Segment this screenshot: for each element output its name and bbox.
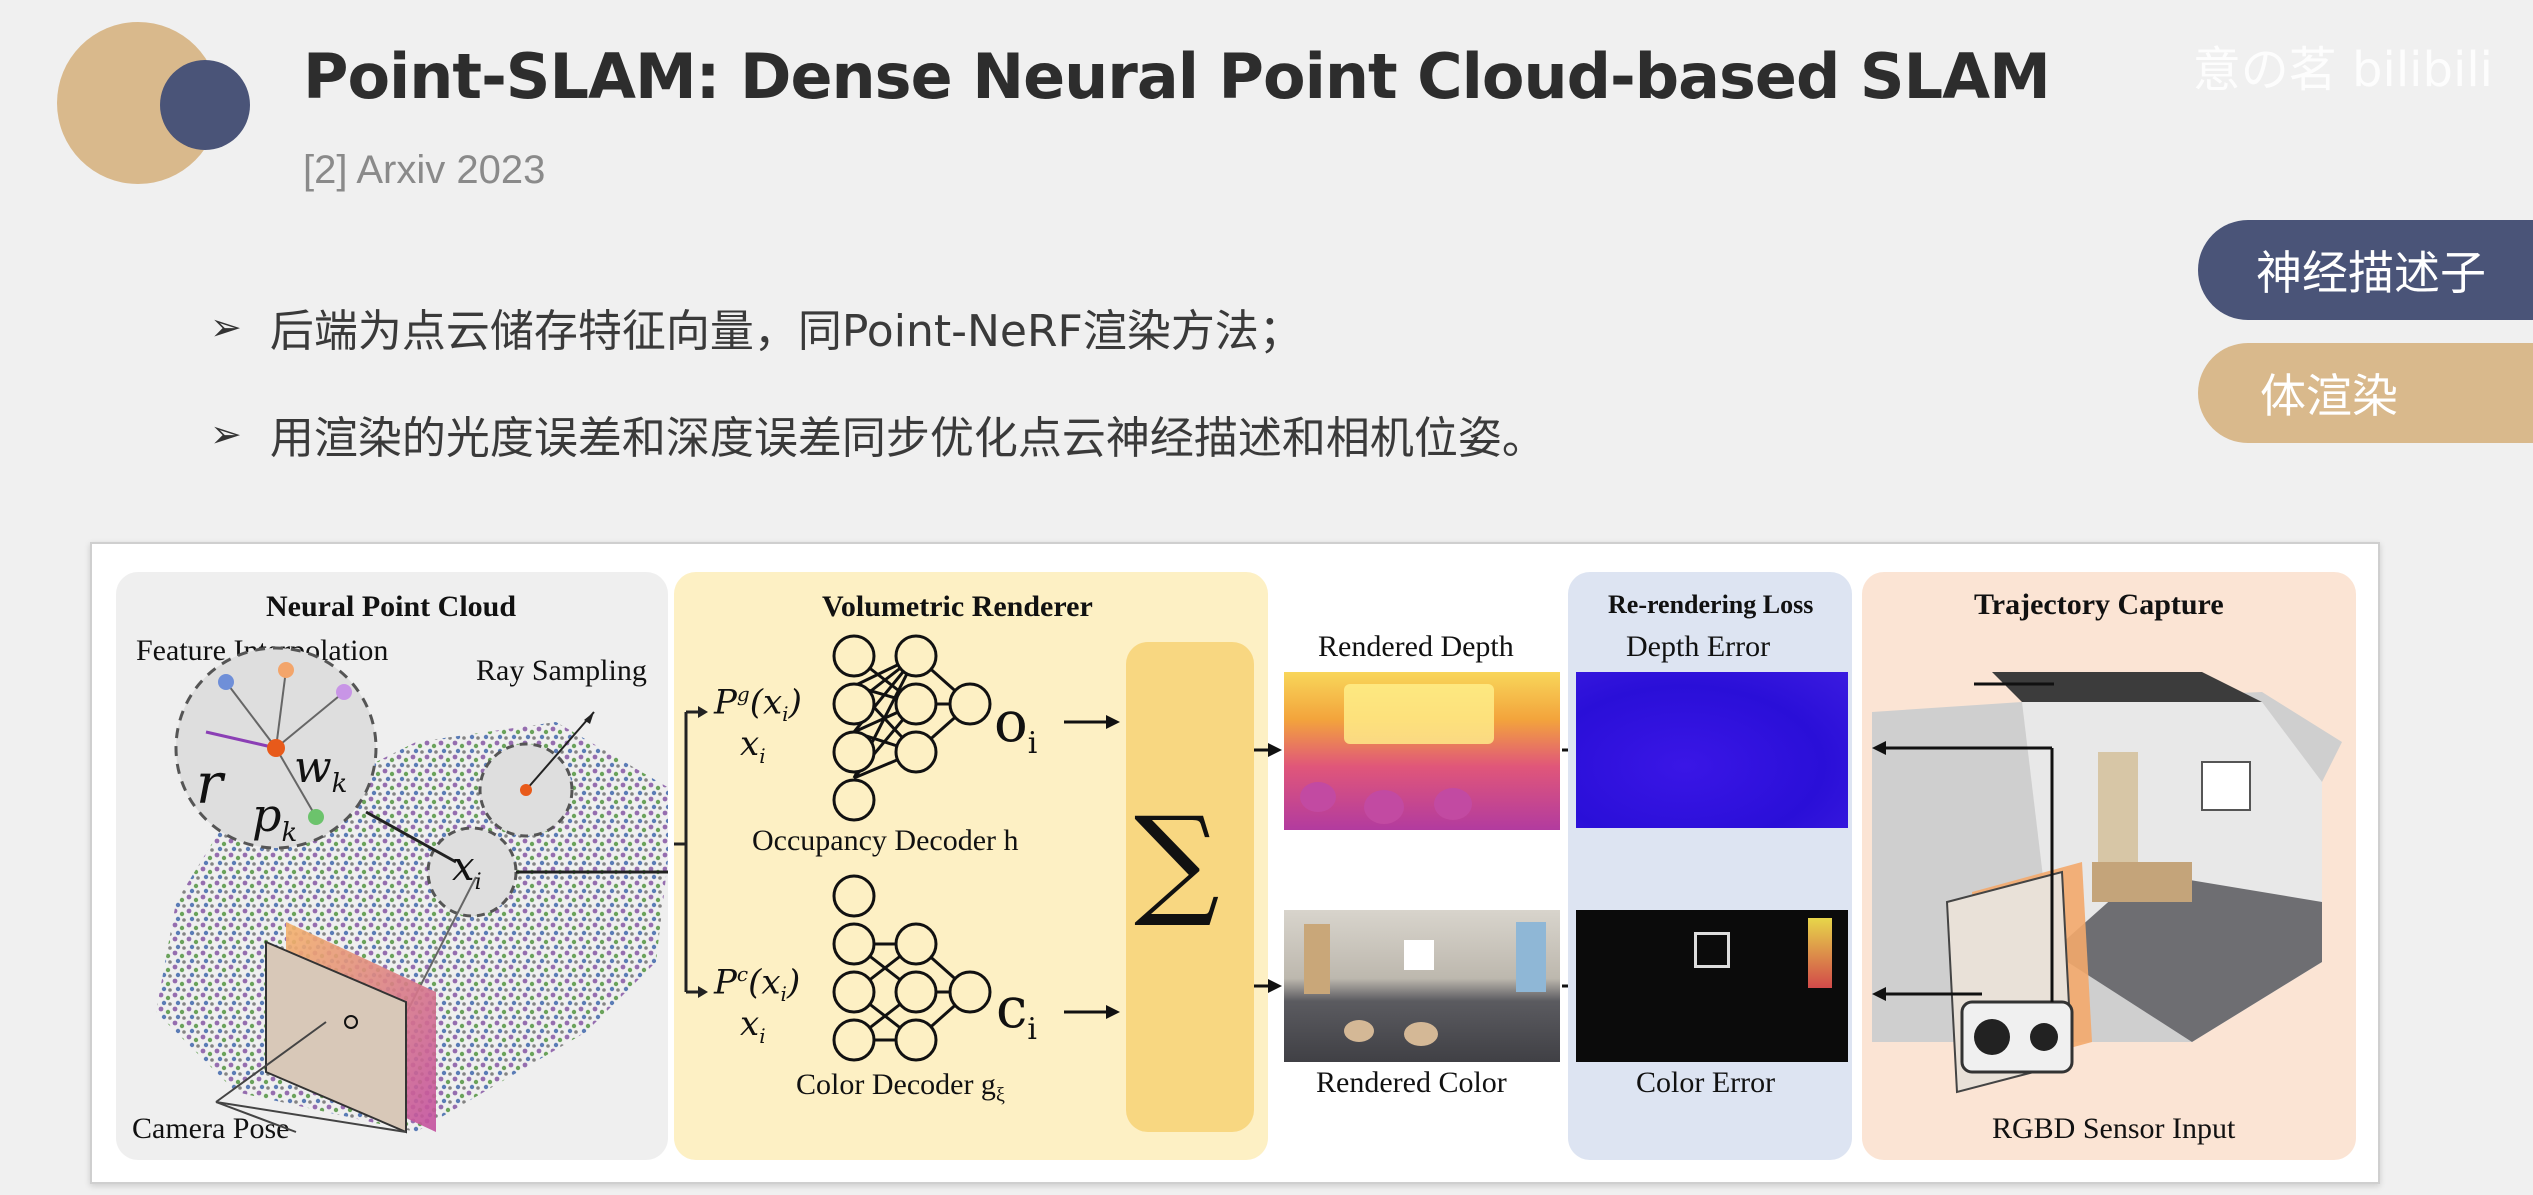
label-occupancy-decoder: Occupancy Decoder h xyxy=(752,824,1019,857)
tag-volume-rendering-label: 体渲染 xyxy=(2260,369,2398,423)
bullet-1: ➢ 后端为点云储存特征向量，同Point-NeRF渲染方法； xyxy=(210,295,1303,359)
label-rgbd-sensor-input: RGBD Sensor Input xyxy=(1992,1112,2236,1145)
symbol-pc: Pc(xi) xyxy=(714,962,801,1007)
point-cloud-illustration xyxy=(156,646,668,1134)
label-color-decoder: Color Decoder gξ xyxy=(796,1068,1005,1106)
symbol-oi: oi xyxy=(994,690,1038,762)
symbol-ci: ci xyxy=(996,976,1037,1048)
panel-trajectory-capture: Trajectory Capture RGBD Sensor Input xyxy=(1862,572,2356,1160)
bullet-1-text: 后端为点云储存特征向量，同Point-NeRF渲染方法； xyxy=(269,306,1303,357)
bullet-2-text: 用渲染的光度误差和深度误差同步优化点云神经描述和相机位姿。 xyxy=(269,413,1546,464)
tag-neural-descriptor-label: 神经描述子 xyxy=(2256,246,2486,300)
feedback-arrows xyxy=(1872,741,2054,1002)
depth-error-image xyxy=(1576,672,1848,828)
tag-neural-descriptor[interactable]: 神经描述子 xyxy=(2198,220,2533,320)
label-rendered-color: Rendered Color xyxy=(1316,1066,1507,1099)
panel-neural-point-cloud: Neural Point Cloud Feature Interpolation… xyxy=(116,572,668,1160)
symbol-pk: pk xyxy=(252,788,298,849)
renderer-connectors xyxy=(674,634,1254,1132)
symbol-xi-bottom: xi xyxy=(740,1004,766,1048)
label-camera-pose: Camera Pose xyxy=(132,1112,290,1145)
label-rendered-depth: Rendered Depth xyxy=(1318,630,1514,663)
symbol-xi-top: xi xyxy=(740,724,766,768)
room-scene xyxy=(1872,672,2342,1094)
panel-title-volumetric-renderer: Volumetric Renderer xyxy=(822,590,1093,623)
watermark: 意の茗 bilibili xyxy=(2192,42,2493,98)
color-decoder-net xyxy=(832,874,992,1062)
panel-volumetric-renderer: Volumetric Renderer xyxy=(674,572,1268,1160)
color-error-image xyxy=(1576,910,1848,1062)
panel-title-trajectory-capture: Trajectory Capture xyxy=(1974,588,2224,621)
rendered-depth-image xyxy=(1284,672,1560,830)
occupancy-decoder-net xyxy=(832,634,992,822)
panel-rerendering-loss: Re-rendering Loss Depth Error Color Erro… xyxy=(1568,572,1852,1160)
bullet-2: ➢ 用渲染的光度误差和深度误差同步优化点云神经描述和相机位姿。 xyxy=(210,402,1546,466)
slide-title: Point-SLAM: Dense Neural Point Cloud-bas… xyxy=(303,40,2051,113)
label-color-error: Color Error xyxy=(1636,1066,1776,1099)
tag-volume-rendering[interactable]: 体渲染 xyxy=(2198,343,2533,443)
panel-title-rerendering-loss: Re-rendering Loss xyxy=(1608,590,1814,619)
symbol-pg: Pg(xi) xyxy=(714,682,802,727)
bullet-arrow-icon: ➢ xyxy=(210,305,242,349)
bullet-arrow-icon: ➢ xyxy=(210,412,242,456)
method-figure: Neural Point Cloud Feature Interpolation… xyxy=(90,542,2380,1184)
sum-symbol: ∑ xyxy=(1134,792,1220,931)
label-ray-sampling: Ray Sampling xyxy=(476,654,647,687)
symbol-wk: wk xyxy=(294,742,348,799)
decor-circle-navy xyxy=(160,60,250,150)
slide-subtitle: [2] Arxiv 2023 xyxy=(303,148,546,192)
symbol-r: r xyxy=(196,752,223,817)
rendered-color-image xyxy=(1284,910,1560,1062)
panel-title-neural-point-cloud: Neural Point Cloud xyxy=(266,590,517,623)
sum-box xyxy=(1126,642,1254,1132)
label-depth-error: Depth Error xyxy=(1626,630,1771,663)
symbol-xi: xi xyxy=(452,844,482,895)
